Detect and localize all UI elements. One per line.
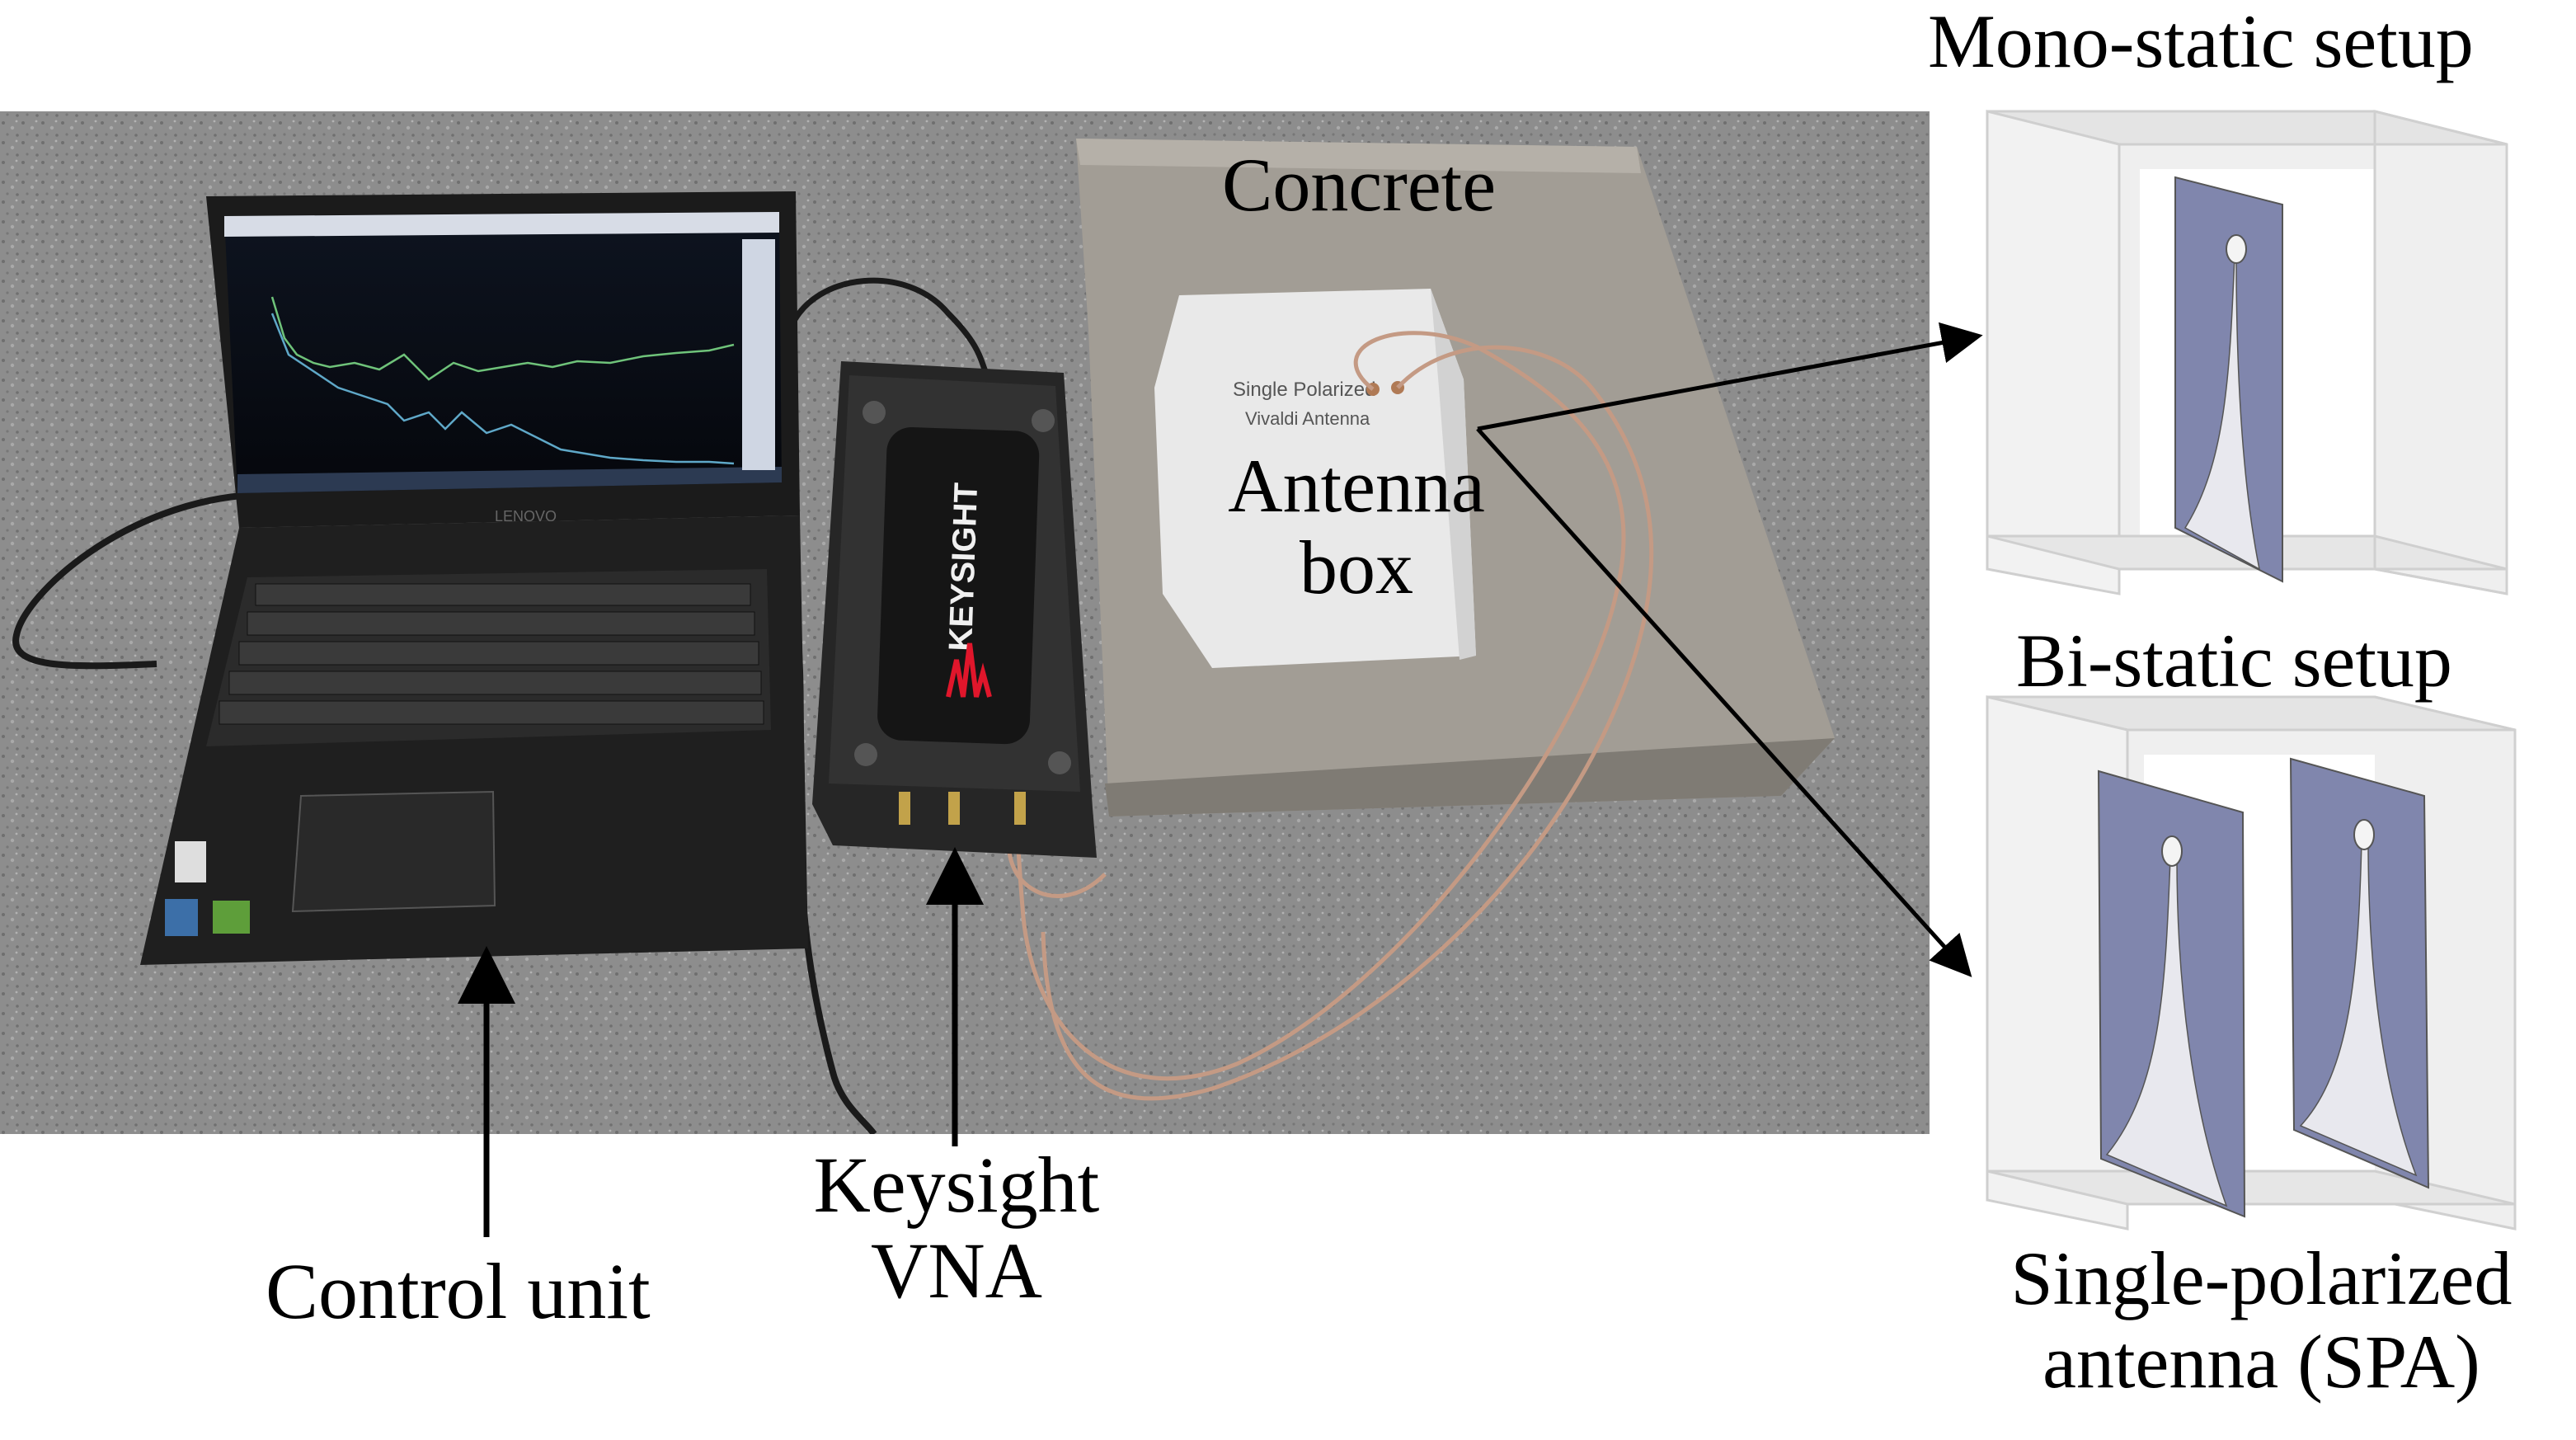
vna-logo: [946, 642, 992, 698]
bi-static-title: Bi-static setup: [2016, 619, 2452, 703]
vna-label: Keysight VNA: [787, 1142, 1126, 1313]
vna-photo: KEYSIGHT: [812, 361, 1097, 858]
box-handwriting-2: Vivaldi Antenna: [1245, 408, 1370, 429]
concrete-label: Concrete: [1222, 143, 1497, 227]
antenna-box-label: Antenna box: [1200, 445, 1513, 609]
vna-brand: KEYSIGHT: [942, 482, 985, 652]
vna-label-line1: Keysight: [813, 1141, 1100, 1229]
box-handwriting-1: Single Polarized: [1233, 379, 1375, 401]
mono-static-diagram: [1986, 110, 2508, 595]
spa-label-line1: Single-polarized: [2010, 1236, 2513, 1320]
spa-label-line2: antenna (SPA): [2042, 1320, 2480, 1405]
arrow-bi-static: [1476, 427, 1972, 977]
spa-label: Single-polarized antenna (SPA): [1954, 1236, 2569, 1405]
power-cable: [12, 492, 252, 670]
vna-label-line2: VNA: [871, 1226, 1042, 1315]
usb-cable: [788, 277, 989, 373]
mono-static-title: Mono-static setup: [1928, 0, 2474, 83]
control-unit-label: Control unit: [266, 1247, 651, 1335]
bi-static-diagram: [1986, 695, 2517, 1231]
antenna-box-label-line1: Antenna: [1228, 444, 1485, 528]
laptop-photo: LENOVO: [140, 191, 808, 965]
laptop-logo: LENOVO: [495, 508, 557, 525]
arrow-mono-static: [1477, 322, 1983, 431]
antenna-box-label-line2: box: [1300, 525, 1413, 610]
antenna-box-photo: Single Polarized Vivaldi Antenna: [1154, 289, 1476, 668]
